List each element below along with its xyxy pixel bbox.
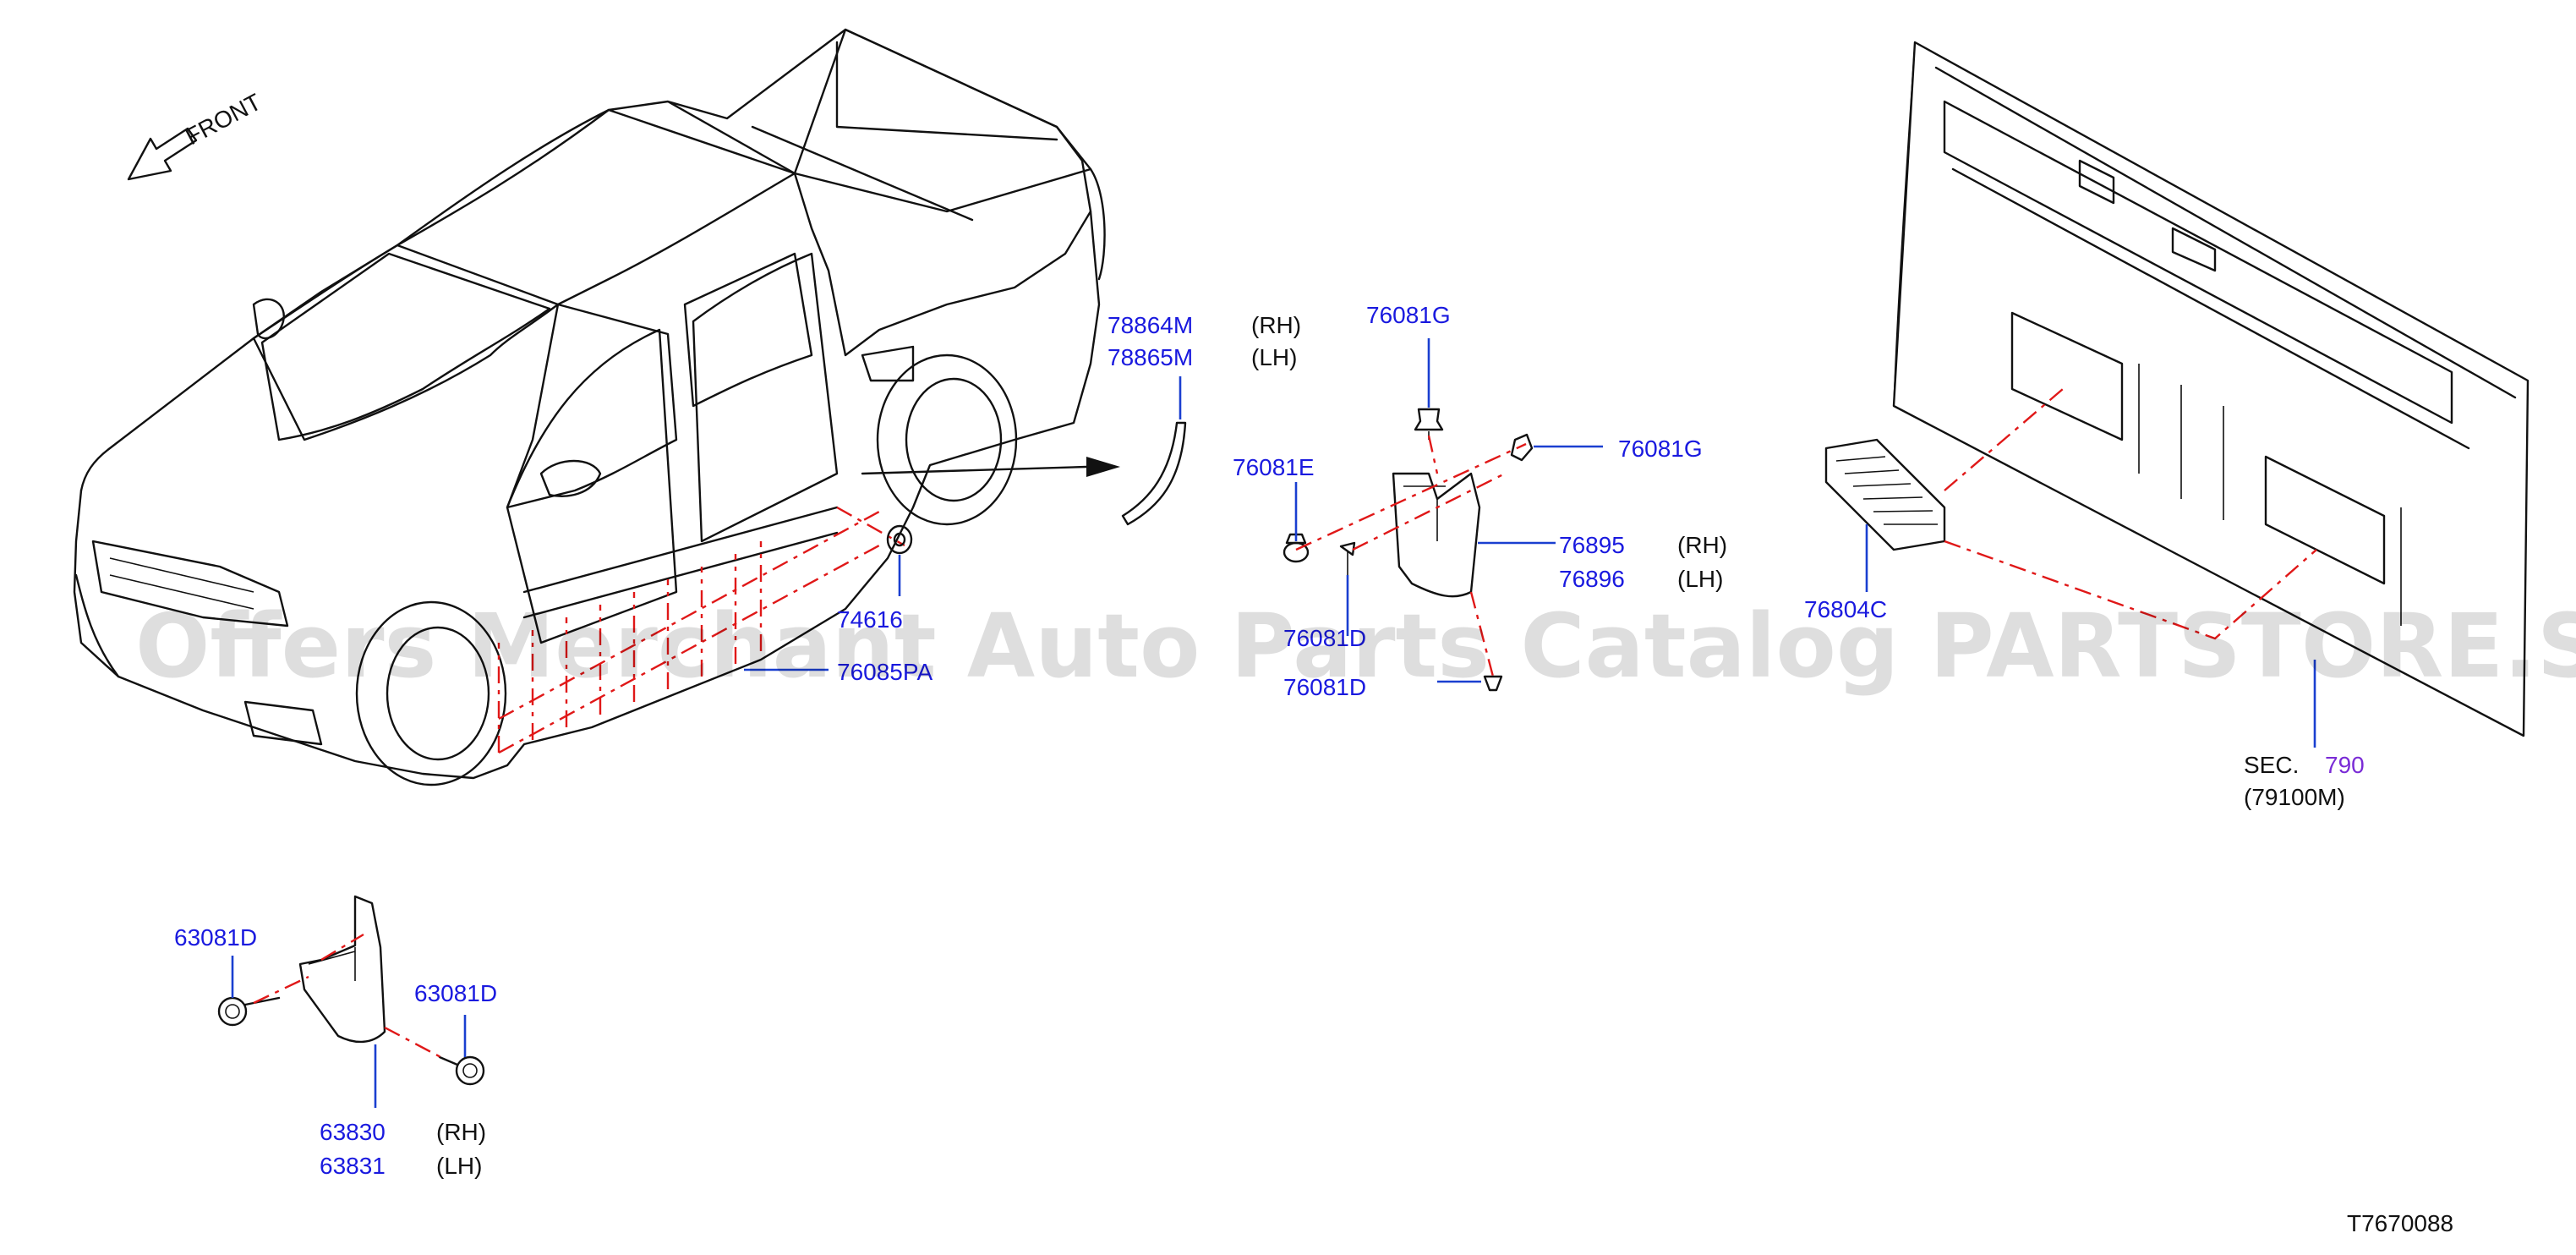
part-number-63081D-right[interactable]: 63081D: [414, 980, 497, 1006]
section-number-790[interactable]: 790: [2325, 752, 2365, 778]
front-direction-arrow: FRONT: [127, 89, 265, 181]
side-label-78864M: (RH): [1251, 312, 1301, 338]
part-number-76081D-upper[interactable]: 76081D: [1283, 625, 1366, 651]
grommet-74616-part: [886, 524, 913, 555]
part-number-76804C[interactable]: 76804C: [1804, 596, 1887, 622]
watermark-text: Offers Merchant Auto Parts Catalog PARTS…: [135, 595, 2576, 698]
mud-guard-76895-assembly: [1283, 408, 1534, 692]
part-number-78865M[interactable]: 78865M: [1108, 344, 1193, 370]
vent-grille-76804C-part: [1824, 388, 2317, 640]
part-number-74616[interactable]: 74616: [837, 606, 903, 633]
section-sub-number: (79100M): [2244, 784, 2345, 810]
rear-gate-panel-illustration: [1892, 41, 2530, 737]
callout-labels: 78864M (RH) 78865M (LH) 76081G 76081G 76…: [174, 302, 2365, 1179]
side-label-63830: (RH): [436, 1119, 486, 1145]
part-number-76081D-lower[interactable]: 76081D: [1283, 674, 1366, 700]
pointer-arrow-to-molding: [861, 457, 1120, 477]
part-number-76081G-right[interactable]: 76081G: [1618, 436, 1703, 462]
front-label: FRONT: [181, 89, 265, 151]
part-number-63081D-left[interactable]: 63081D: [174, 924, 257, 951]
part-number-63830[interactable]: 63830: [320, 1119, 386, 1145]
diagram-id: T7670088: [2347, 1210, 2453, 1236]
part-number-76081G-top[interactable]: 76081G: [1366, 302, 1451, 328]
part-number-78864M[interactable]: 78864M: [1108, 312, 1193, 338]
side-label-78865M: (LH): [1251, 344, 1297, 370]
part-number-76081E[interactable]: 76081E: [1233, 454, 1315, 480]
sill-attachment-dash-lines: [497, 506, 905, 754]
mud-guard-63830-assembly: [217, 895, 485, 1086]
part-number-63831[interactable]: 63831: [320, 1153, 386, 1179]
part-number-76896[interactable]: 76896: [1559, 566, 1625, 592]
leader-lines: [231, 338, 2316, 1108]
fender-molding-part: [1121, 421, 1187, 526]
side-label-76896: (LH): [1677, 566, 1723, 592]
part-number-76895[interactable]: 76895: [1559, 532, 1625, 558]
part-number-76085PA[interactable]: 76085PA: [837, 659, 933, 685]
side-label-76895: (RH): [1677, 532, 1727, 558]
side-label-63831: (LH): [436, 1153, 482, 1179]
section-prefix: SEC.: [2244, 752, 2299, 778]
pickup-truck-illustration: [73, 28, 1106, 786]
